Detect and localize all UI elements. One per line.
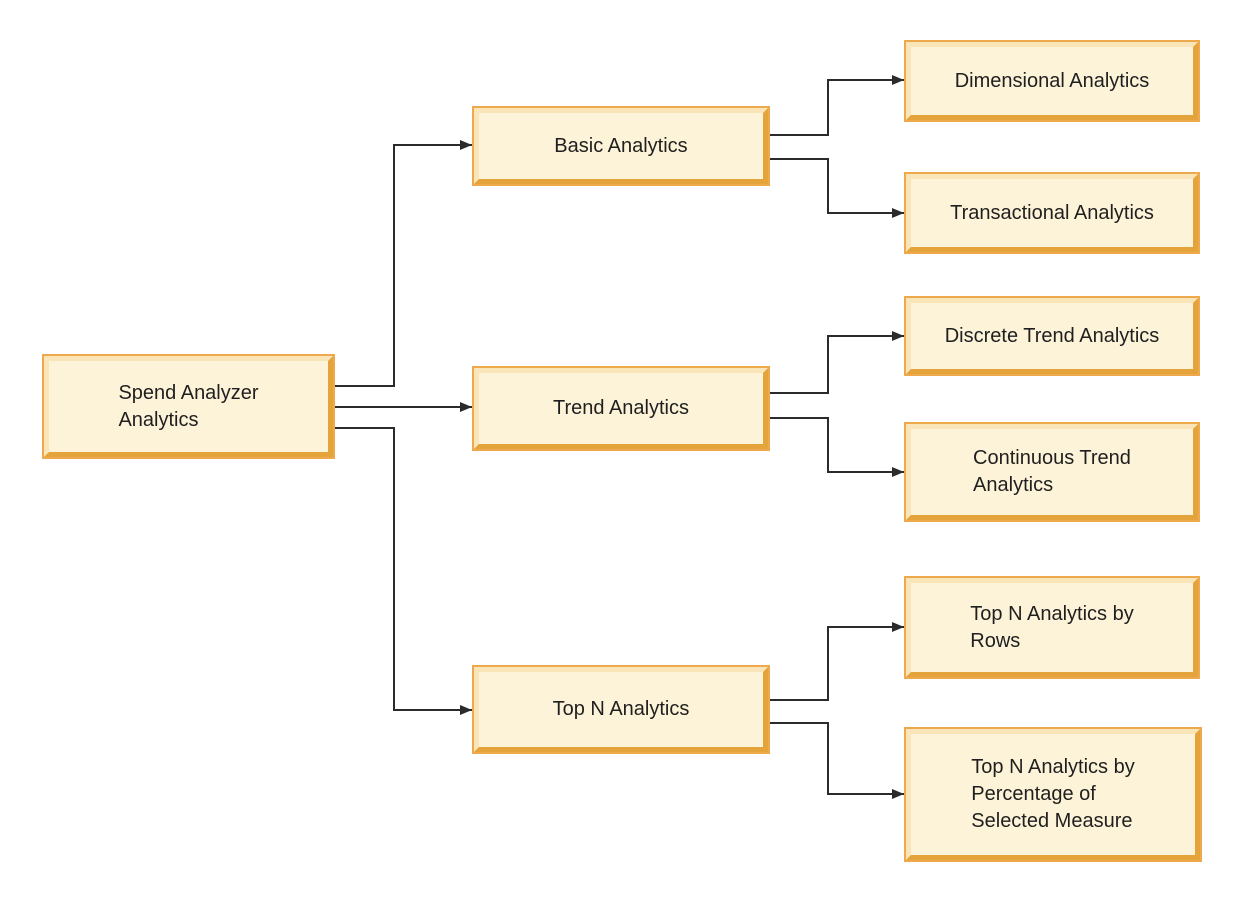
edge-topn-rows (768, 622, 904, 701)
node-transactional-analytics: Transactional Analytics (904, 172, 1200, 254)
edge-root-topn (332, 427, 472, 715)
node-top-n-analytics: Top N Analytics (472, 665, 770, 754)
node-basic-analytics: Basic Analytics (472, 106, 770, 186)
node-label: Dimensional Analytics (954, 69, 1150, 92)
node-label: Top N Analytics by Rows (970, 602, 1134, 652)
node-label: Discrete Trend Analytics (944, 324, 1160, 347)
edge-root-basic (332, 140, 472, 387)
node-label: Spend Analyzer Analytics (118, 381, 259, 431)
edge-basic-dimensional (768, 75, 904, 136)
node-dimensional-analytics: Dimensional Analytics (904, 40, 1200, 122)
node-label: Basic Analytics (554, 134, 688, 157)
node-top-n-analytics-by-percentage: Top N Analytics by Percentage of Selecte… (904, 727, 1202, 862)
node-discrete-trend-analytics: Discrete Trend Analytics (904, 296, 1200, 376)
node-trend-analytics: Trend Analytics (472, 366, 770, 451)
node-top-n-analytics-by-rows: Top N Analytics by Rows (904, 576, 1200, 679)
node-spend-analyzer-analytics: Spend Analyzer Analytics (42, 354, 335, 459)
edge-topn-percentage (768, 722, 904, 799)
node-label: Top N Analytics by Percentage of Selecte… (971, 756, 1135, 832)
node-label: Continuous Trend Analytics (973, 447, 1131, 496)
node-label: Trend Analytics (553, 397, 689, 419)
node-label: Top N Analytics (552, 698, 690, 720)
edge-basic-transactional (768, 158, 904, 218)
node-continuous-trend-analytics: Continuous Trend Analytics (904, 422, 1200, 522)
node-label: Transactional Analytics (950, 201, 1154, 224)
edge-trend-discrete (768, 331, 904, 394)
edge-trend-continuous (768, 417, 904, 477)
